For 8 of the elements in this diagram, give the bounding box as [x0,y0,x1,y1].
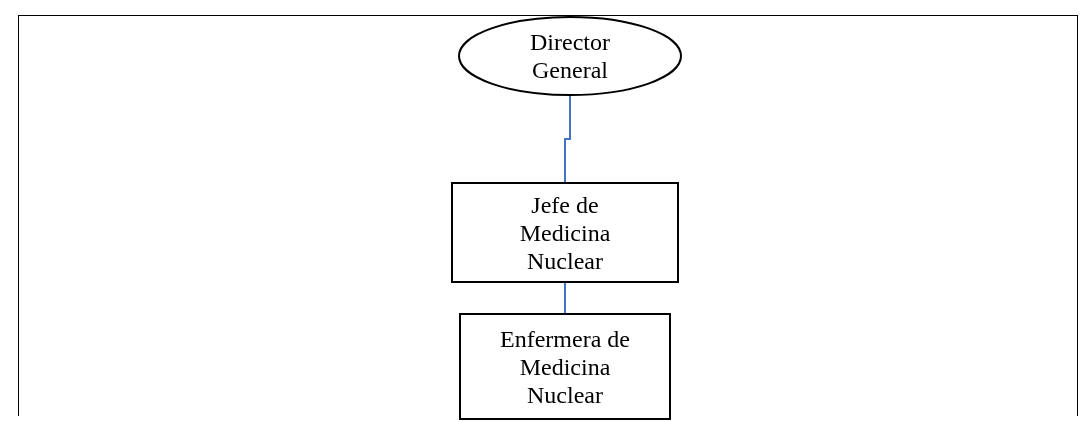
position-box [451,182,679,283]
position-box [459,313,671,420]
connector-line [564,282,566,314]
position-title: Jefe de Medicina Nuclear [518,190,612,275]
position-title: Enfermera de Medicina Nuclear [499,324,631,409]
connector-line [564,95,571,183]
ellipse-node [458,16,682,96]
position-title: Director General [529,28,611,84]
